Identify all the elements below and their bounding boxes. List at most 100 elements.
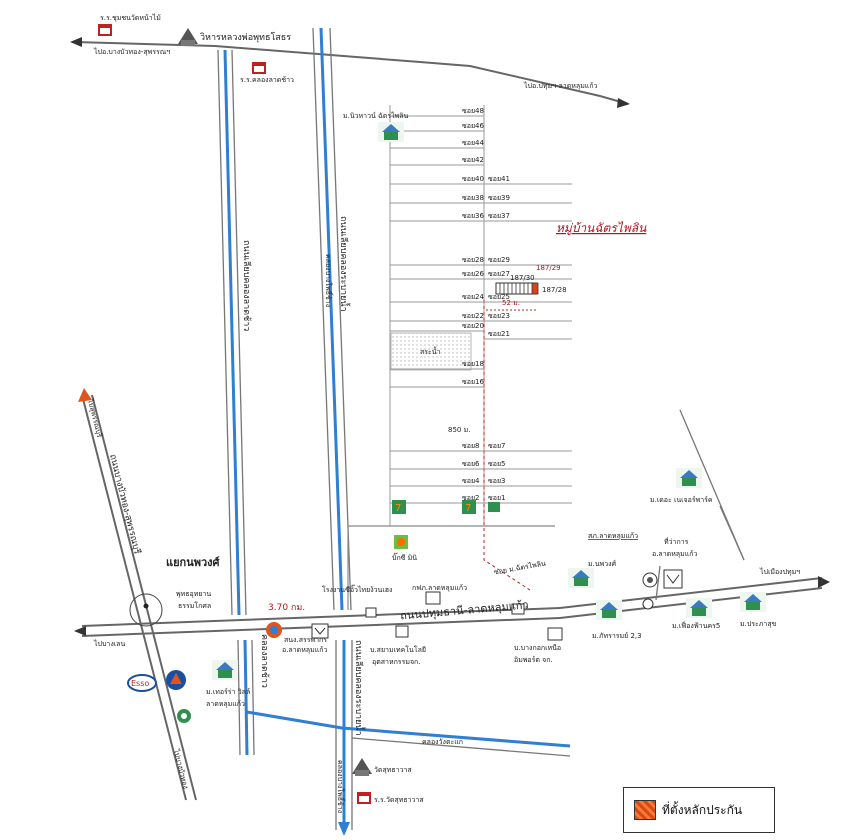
school-icon <box>357 792 371 804</box>
soi-label: ซอย39 <box>488 194 510 202</box>
label-to-pathum: ไปอ.ปทุมฯ-ลาดหลุมแก้ว <box>523 81 598 90</box>
soi-label: ซอย44 <box>462 139 485 147</box>
village-grid <box>347 105 555 610</box>
soi-label: ซอย3 <box>488 477 506 485</box>
soi-label: ซอย38 <box>462 194 484 202</box>
label-bkk-north-2: อิมพอร์ต จก. <box>514 656 553 664</box>
label-pool: สระน้ำ <box>420 345 441 356</box>
emblem-icon <box>663 569 683 589</box>
store-icon: 7 <box>392 500 406 514</box>
legend: ที่ตั้งหลักประกัน <box>623 787 775 833</box>
label-road-rangsit-south: ถนนเลียบคลองระบายน้ำ <box>353 640 366 736</box>
house-icon <box>378 122 404 142</box>
bigc-icon <box>394 535 408 549</box>
pool <box>390 332 472 371</box>
soi-label: ซอย2 <box>462 494 480 502</box>
label-mu-nature: ม.เดอะ เนเจอร์พาร์ค <box>650 496 713 504</box>
school-icon <box>98 24 112 36</box>
house-icon <box>676 468 702 488</box>
label-siam-tech-2: อุตสาหกรรมจก. <box>372 658 421 666</box>
label-school-khlong-lat: ร.ร.คลองลาดช้าว <box>240 76 294 84</box>
label-wat-viharn: วิหารหลวงพ่อพุทธโสธร <box>200 32 291 43</box>
label-parcel-29: 187/29 <box>536 264 561 272</box>
label-to-bang-bua-thong: ไปอ.บางบัวทอง-สุพรรณฯ <box>93 47 170 56</box>
house-icon <box>686 598 712 618</box>
label-mu-nivarn: ม.นิวหาวน์ ฉัตรไพลิน <box>343 111 409 120</box>
building-icon <box>395 625 409 638</box>
soi-label: ซอย27 <box>488 270 510 278</box>
soi-label: ซอย6 <box>462 460 480 468</box>
label-mu-feuang: ม.เฟื่องฟ้านคร5 <box>672 621 720 630</box>
label-revenue-2: อ.ลาดหลุมแก้ว <box>282 646 327 654</box>
soi-label: ซอย20 <box>462 322 484 330</box>
soi-lines <box>390 115 572 504</box>
label-factory: โรงงานซีอิ๊วไทยง้วนเฮง <box>322 584 392 594</box>
label-mu-prachasuk: ม.ประภาสุข <box>740 620 777 628</box>
soi-label: ซอย46 <box>462 122 485 130</box>
label-dist-850: 850 ม. <box>448 426 470 434</box>
label-road-lat-chao: ถนนเลียบคลองลาดช้าว <box>241 240 252 331</box>
svg-text:7: 7 <box>395 503 401 514</box>
soi-label: ซอย21 <box>488 330 510 338</box>
soi-label: ซอย40 <box>462 175 484 183</box>
soi-label: ซอย42 <box>462 156 484 164</box>
label-bigc: บิ๊กซี มินิ <box>392 552 417 562</box>
label-school-suttha: ร.ร.วัดสุทธาวาส <box>374 796 424 804</box>
label-canal-wang-ta: คลองวังตะแก <box>422 738 463 746</box>
gas-station-icon <box>177 709 191 723</box>
house-icon <box>212 660 238 680</box>
house-icon <box>568 568 594 588</box>
police-icon <box>642 572 658 588</box>
label-parcel-28: 187/28 <box>542 286 567 294</box>
soi-label: ซอย16 <box>462 378 485 386</box>
house-icon <box>596 600 622 620</box>
gas-station-icon <box>266 622 282 638</box>
label-junction: แยกนพวงศ์ <box>166 556 221 569</box>
arrow-west-icon <box>70 37 82 47</box>
label-mu-phattharam: ม.ภัทรารมย์ 2,3 <box>592 632 642 640</box>
soi-label: ซอย5 <box>488 460 506 468</box>
label-siam-tech-1: บ.สยามเทคโนโลยี <box>370 645 426 654</box>
road-bang-bua-thong-suphan <box>78 388 197 801</box>
svg-text:7: 7 <box>465 503 471 514</box>
soi-label: ซอย8 <box>462 442 480 450</box>
label-buddha-park-1: พุทธอุทยาน <box>176 590 211 598</box>
label-main-road: ถนนปทุมธานี-ลาดหลุมแก้ว <box>400 598 529 622</box>
soi-label: ซอย1 <box>488 494 506 502</box>
label-parcel-30: 187/30 <box>510 274 535 282</box>
label-road-bang-bua-thong: ถนนบางบัวทอง-สุพรรณบุรี <box>107 453 143 555</box>
label-school-chumchon: ร.ร.ชุมชนวัดหน้าไม้ <box>100 13 161 22</box>
road-khlong-bang-pho <box>312 27 353 836</box>
school-icon <box>252 62 266 74</box>
soi-label: ซอย23 <box>488 312 510 320</box>
label-canal-lat-chao: คลองลาดช้าว <box>259 634 270 688</box>
label-terra-2: ลาดหลุมแก้ว <box>206 700 245 708</box>
village-title: หมู่บ้านฉัตรไพลิน <box>556 221 647 236</box>
label-dist-52: 52 ม. <box>502 299 520 307</box>
store-icon <box>488 502 500 512</box>
soi-label: ซอย37 <box>488 212 510 220</box>
building-icon <box>547 627 563 641</box>
house-icons: 7 7 Esso <box>98 24 766 804</box>
svg-text:Esso: Esso <box>131 679 149 688</box>
soi-labels: ซอย48ซอย46ซอย44ซอย42ซอย40ซอย38ซอย36ซอย28… <box>462 107 510 502</box>
pin-icon <box>642 598 654 610</box>
label-district-1: ที่ว่าการ <box>664 537 689 546</box>
house-icon <box>740 592 766 612</box>
label-police: สภ.ลาดหลุมแก้ว <box>588 532 638 540</box>
arrow-north-icon <box>78 388 92 402</box>
label-road-rangsit: ถนนเลียบคลองระบายน้ำ <box>338 216 351 312</box>
label-revenue-1: สนง.สรรพากร <box>284 636 327 644</box>
emblem-icon <box>311 623 329 639</box>
temple-icon <box>352 758 372 776</box>
label-electricity: กฟภ.ลาดหลุมแก้ว <box>412 584 467 592</box>
arrow-south-icon <box>338 822 350 836</box>
soi-label: ซอย41 <box>488 175 510 183</box>
temple-icon <box>178 28 198 46</box>
canal-wang-ta <box>246 710 571 757</box>
label-bkk-north-1: บ.บางกอกเหนือ <box>514 644 561 652</box>
label-to-bang-len: ไปบางเลน <box>93 639 125 648</box>
label-terra-1: ม.เทอร์ร่า วิลล์ <box>206 688 250 696</box>
soi-label: ซอย26 <box>462 270 485 278</box>
